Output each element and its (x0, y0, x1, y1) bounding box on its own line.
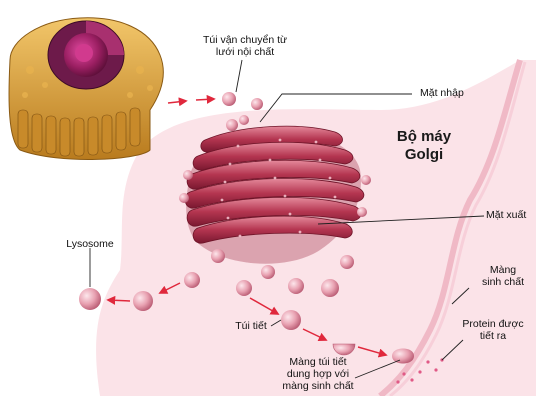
label-golgi-title: Bộ máy Golgi (392, 128, 456, 164)
label-er-vesicle: Túi vận chuyển từ lưới nội chất (194, 34, 296, 58)
vesicle-icon (261, 265, 275, 279)
vesicle-icon (288, 278, 304, 294)
vesicle-icon (222, 92, 236, 106)
vesicle-icon (133, 291, 153, 311)
arrow-icon (168, 99, 214, 103)
label-trans-face: Mặt xuất (486, 209, 526, 221)
vesicle-icon (226, 119, 238, 131)
vesicle-icon (251, 98, 263, 110)
label-secreted-protein: Protein được tiết ra (452, 318, 534, 342)
label-lysosome: Lysosome (58, 238, 122, 250)
vesicle-icon (211, 249, 225, 263)
vesicle-icon (321, 279, 339, 297)
vesicle-icon (340, 255, 354, 269)
vesicle-icon (236, 280, 252, 296)
label-secretory-vesicle: Túi tiết (226, 320, 276, 332)
label-plasma-membrane: Màng sinh chất (470, 264, 536, 288)
vesicle-icon (184, 272, 200, 288)
label-fusion: Màng túi tiết dung hợp với màng sinh chấ… (270, 356, 366, 392)
vesicle-icon (281, 310, 301, 330)
label-cis-face: Mặt nhập (420, 87, 464, 99)
vesicle-icon (79, 288, 101, 310)
cell-cutaway-icon (9, 18, 163, 160)
